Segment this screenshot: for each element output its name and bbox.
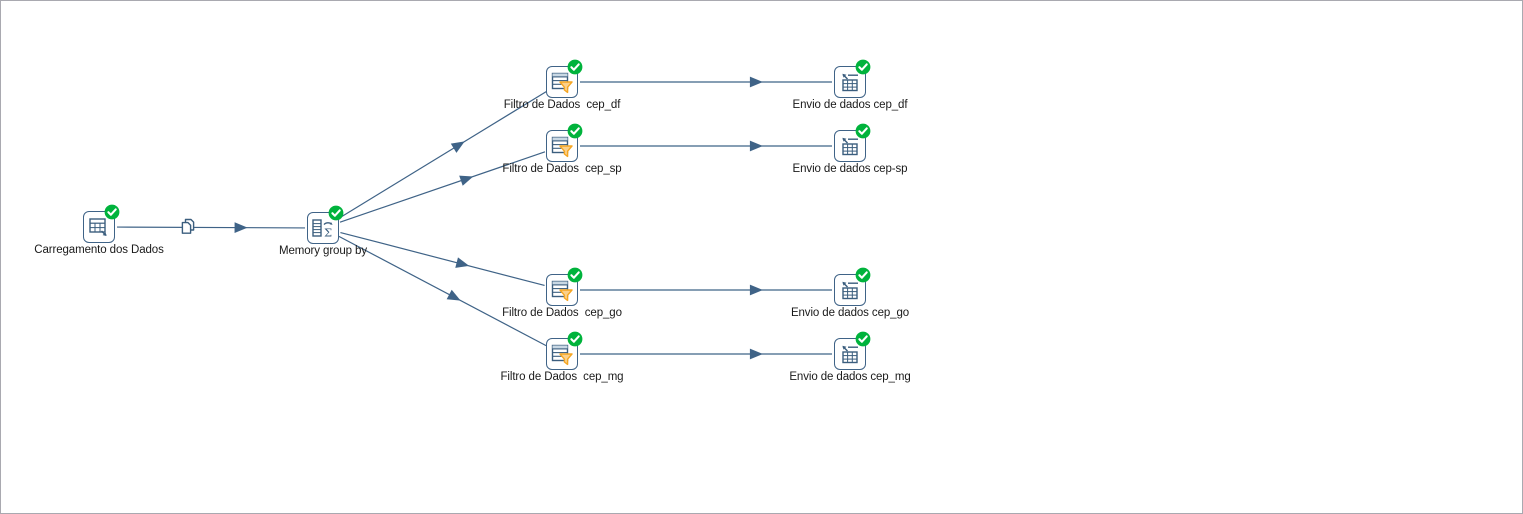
- hop-filtro-mg-envio-mg[interactable]: [580, 348, 832, 360]
- node-label: Filtro de Dados cep_mg: [500, 371, 624, 383]
- hop-filtro-df-envio-df[interactable]: [580, 76, 832, 88]
- filter-rows-icon: [546, 338, 578, 370]
- node-label: Carregamento dos Dados: [34, 244, 164, 256]
- success-check-icon: [855, 267, 871, 283]
- node-label: Envio de dados cep_mg: [789, 371, 911, 383]
- node-label: Filtro de Dados cep_go: [502, 307, 622, 319]
- node-label: Envio de dados cep_go: [790, 307, 910, 319]
- table-output-icon: [834, 66, 866, 98]
- hop-filtro-sp-envio-sp[interactable]: [580, 140, 832, 152]
- success-check-icon: [855, 331, 871, 347]
- success-check-icon: [567, 123, 583, 139]
- memory-group-by-icon: Σ: [307, 212, 339, 244]
- hop-arrowhead-icon: [459, 175, 474, 186]
- success-check-icon: [855, 123, 871, 139]
- hop-arrowhead-icon: [749, 140, 763, 152]
- success-check-icon: [567, 331, 583, 347]
- hop-arrowhead-icon: [749, 76, 763, 88]
- table-output-icon: [834, 338, 866, 370]
- hop-arrowhead-icon: [749, 284, 763, 296]
- hop-arrowhead-icon: [455, 257, 470, 268]
- copy-rows-icon[interactable]: [180, 218, 196, 236]
- node-label: Envio de dados cep_df: [792, 99, 908, 111]
- node-label: Envio de dados cep-sp: [792, 163, 908, 175]
- table-output-icon: [834, 130, 866, 162]
- node-label: Filtro de Dados cep_sp: [502, 163, 622, 175]
- hop-line: [116, 226, 306, 229]
- hop-memory-filtro-go[interactable]: [340, 231, 545, 287]
- filter-rows-icon: [546, 130, 578, 162]
- hop-arrowhead-icon: [749, 348, 763, 360]
- table-output-icon: [834, 274, 866, 306]
- hop-arrowhead-icon: [446, 289, 461, 301]
- hop-arrowhead-icon: [450, 141, 465, 153]
- node-frame: [546, 66, 578, 98]
- success-check-icon: [567, 59, 583, 75]
- filter-rows-icon: [546, 274, 578, 306]
- node-label: Memory group by: [279, 245, 367, 257]
- success-check-icon: [328, 205, 344, 221]
- hop-arrowhead-icon: [234, 222, 248, 234]
- node-label: Filtro de Dados cep_df: [503, 99, 621, 111]
- success-check-icon: [104, 204, 120, 220]
- table-input-icon: [83, 211, 115, 243]
- hop-line: [340, 231, 545, 287]
- hop-filtro-go-envio-go[interactable]: [580, 284, 832, 296]
- hop-carregamento-memory[interactable]: [116, 222, 306, 234]
- svg-text:Σ: Σ: [324, 225, 332, 239]
- success-check-icon: [567, 267, 583, 283]
- success-check-icon: [855, 59, 871, 75]
- filter-rows-icon: [546, 66, 578, 98]
